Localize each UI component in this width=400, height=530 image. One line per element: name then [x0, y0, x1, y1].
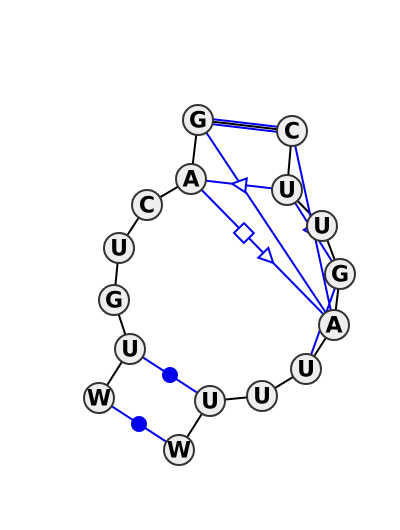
- interaction-triangle: [229, 176, 248, 194]
- nucleotide-node: W: [163, 434, 195, 466]
- nucleotide-node: C: [276, 115, 308, 147]
- nucleotide-circle: [83, 382, 115, 414]
- nucleotide-label: C: [284, 120, 300, 145]
- nucleotide-circle: [131, 189, 163, 221]
- square-shape: [232, 221, 256, 245]
- nucleotide-label: U: [201, 390, 219, 415]
- nucleotide-label: G: [189, 109, 207, 134]
- nucleotide-circle: [271, 174, 303, 206]
- interaction-dot: [131, 416, 147, 432]
- nucleotide-label: A: [325, 314, 342, 339]
- nucleotide-circle: [182, 104, 214, 136]
- interaction-line: [190, 178, 335, 326]
- nucleotide-node: U: [290, 353, 322, 385]
- nucleotide-label: W: [87, 387, 111, 412]
- nucleotide-label: U: [278, 179, 296, 204]
- nucleotide-node: A: [318, 309, 350, 341]
- nucleotide-label: A: [182, 168, 199, 193]
- nucleotide-node: C: [131, 189, 163, 221]
- nucleotide-node: U: [271, 174, 303, 206]
- nucleotide-circle: [114, 333, 146, 365]
- nucleotide-label: U: [121, 338, 139, 363]
- nucleotide-label: C: [139, 194, 155, 219]
- nucleotide-circle: [246, 380, 278, 412]
- nucleotide-label: G: [331, 263, 349, 288]
- nucleotide-label: U: [253, 385, 271, 410]
- nucleotide-circle: [318, 309, 350, 341]
- nucleotide-label: U: [110, 237, 128, 262]
- interaction-symbols-layer: [131, 176, 319, 432]
- nucleotide-circle: [98, 284, 130, 316]
- nucleotide-node: U: [246, 380, 278, 412]
- nucleotide-circle: [194, 385, 226, 417]
- nucleotide-label: U: [297, 358, 315, 383]
- nucleotide-circle: [290, 353, 322, 385]
- nucleotide-node: G: [324, 258, 356, 290]
- nucleotide-label: G: [105, 289, 123, 314]
- interaction-dot: [162, 367, 178, 383]
- nucleotide-node: U: [306, 210, 338, 242]
- nucleotide-circle: [276, 115, 308, 147]
- nucleotide-circle: [103, 232, 135, 264]
- nucleotide-node: G: [182, 104, 214, 136]
- interaction-square: [232, 221, 256, 245]
- nucleotide-circle: [324, 258, 356, 290]
- interaction-triangle: [256, 246, 275, 265]
- nucleotide-label: U: [313, 215, 331, 240]
- nucleotide-label: W: [167, 439, 191, 464]
- nucleotide-circle: [163, 434, 195, 466]
- nucleotide-circle: [175, 163, 207, 195]
- nucleotide-circle: [306, 210, 338, 242]
- nucleotide-node: U: [194, 385, 226, 417]
- nucleotide-node: U: [103, 232, 135, 264]
- triangle-shape: [229, 176, 248, 194]
- nucleotide-node: A: [175, 163, 207, 195]
- nucleotide-node: G: [98, 284, 130, 316]
- triangle-shape: [256, 246, 275, 265]
- interaction-line: [197, 119, 335, 326]
- nucleotide-node: W: [83, 382, 115, 414]
- nucleotide-node: U: [114, 333, 146, 365]
